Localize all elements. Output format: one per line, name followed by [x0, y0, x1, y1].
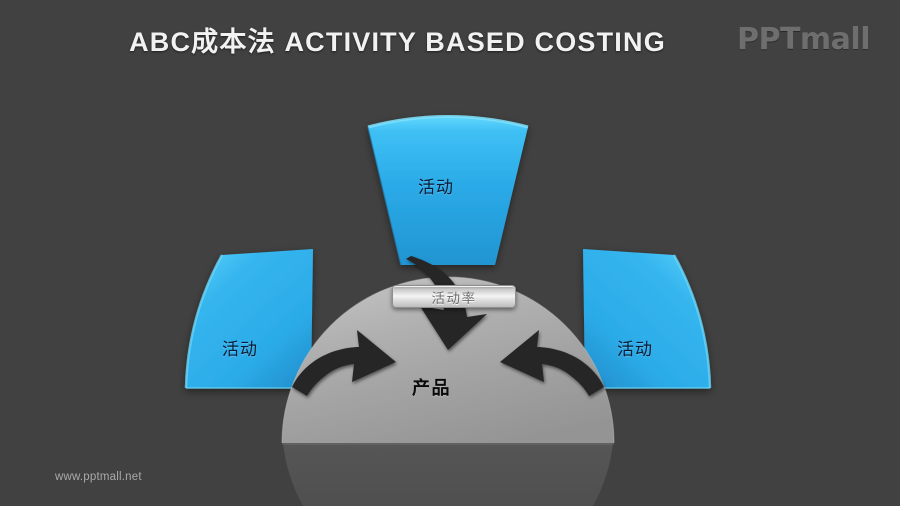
footer-url: www.pptmall.net — [55, 471, 142, 483]
arrow-right-icon — [292, 330, 396, 396]
arrow-left-icon — [500, 330, 604, 396]
activity-rate-label: 活动率 — [431, 290, 477, 307]
activity-label-right: 活动 — [617, 340, 653, 360]
activity-rate-plate[interactable]: 活动率 — [392, 285, 516, 308]
product-core-dome[interactable] — [281, 259, 615, 506]
page-title: ABC成本法 ACTIVITY BASED COSTING — [129, 27, 666, 57]
activity-label-left: 活动 — [222, 340, 258, 360]
activity-wedge-top[interactable] — [367, 114, 529, 266]
activity-wedge-right[interactable] — [583, 249, 712, 389]
activity-label-top: 活动 — [418, 178, 454, 198]
pptmall-logo: PPTmall — [736, 22, 871, 57]
activity-wedge-left[interactable] — [184, 249, 313, 389]
product-core-label: 产品 — [412, 378, 451, 399]
